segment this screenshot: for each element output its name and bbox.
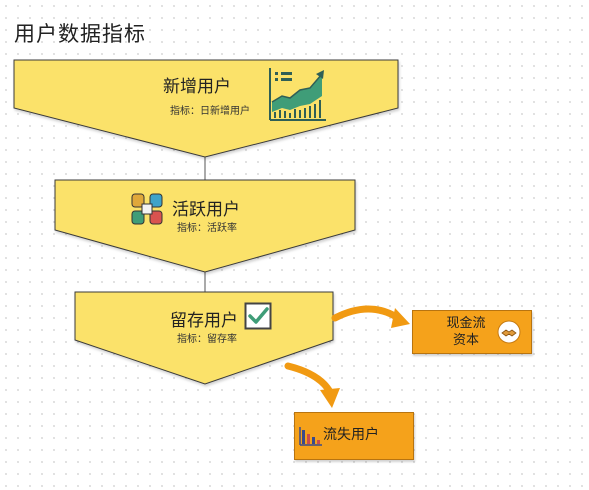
stage-shape-new-users [13,59,399,158]
growth-chart-icon [269,68,326,121]
metric-value: 活跃率 [207,223,237,234]
metric-label: 指标： [177,334,207,345]
outcome-label-cashflow: 现金流 资本 [441,315,491,349]
stage-shape-active-users [54,179,356,273]
checkbox-check-icon [244,302,272,330]
metric-value: 日新增用户 [200,106,250,117]
stage-title-new-users: 新增用户 [163,77,231,97]
outcome-box-churn: 流失用户 [294,412,414,460]
handshake-icon [497,320,521,344]
outcome-line: 现金流 [446,316,486,331]
metric-value: 留存率 [207,334,237,345]
outcome-line: 资本 [452,333,479,348]
metric-label: 指标： [170,106,200,117]
declining-chart-icon [299,427,322,446]
metric-label: 指标： [177,223,207,234]
page-title: 用户数据指标 [14,22,146,46]
stage-metric-new-users: 指标：日新增用户 [170,102,250,117]
outcome-box-cashflow: 现金流 资本 [412,310,532,354]
arrow-to-cashflow [331,305,410,328]
stage-title-retained-users: 留存用户 [170,311,238,331]
stage-metric-active-users: 指标：活跃率 [177,219,237,234]
stage-metric-retained-users: 指标：留存率 [177,330,237,345]
stage-title-active-users: 活跃用户 [172,200,240,220]
outcome-label-churn: 流失用户 [323,427,379,443]
hands-together-icon [131,193,163,225]
arrow-to-churn [284,362,340,408]
